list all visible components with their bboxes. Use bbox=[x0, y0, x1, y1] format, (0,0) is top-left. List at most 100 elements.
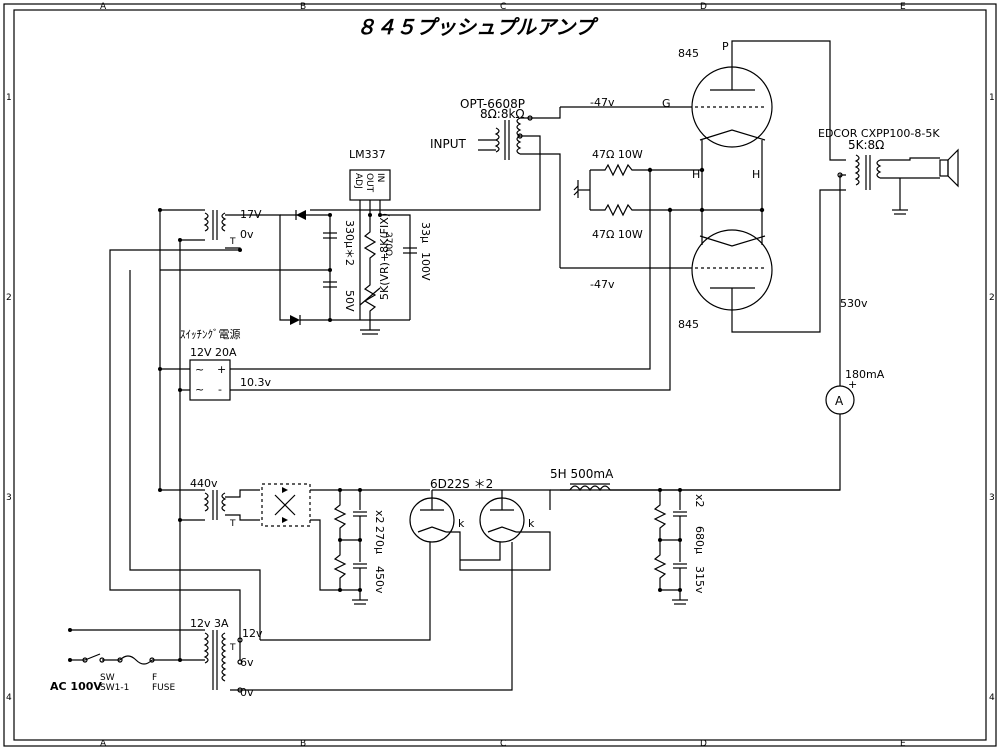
tube-845-top-label: 845 bbox=[678, 47, 699, 60]
filament-transformer bbox=[203, 630, 227, 690]
input-transformer-model: OPT-6608P bbox=[460, 97, 525, 111]
grid-bias-top: -47v bbox=[590, 96, 615, 109]
grid-col-a-top: A bbox=[100, 2, 107, 12]
drawing-frame bbox=[3, 3, 997, 747]
capacitor-330-a bbox=[323, 232, 337, 239]
cathode-label-2: k bbox=[528, 517, 535, 530]
grid-bias-bottom: -47v bbox=[590, 278, 615, 291]
switching-psu-rating: 12V 20A bbox=[190, 346, 237, 359]
resistor-vr bbox=[363, 270, 377, 330]
grid-col-b-bottom: B bbox=[300, 739, 306, 749]
wire-plate-bottom bbox=[731, 189, 846, 333]
capacitor-270-label: 270μ bbox=[373, 526, 386, 554]
capacitor-100v-label: 100V bbox=[419, 252, 432, 281]
capacitor-270-count: x2 bbox=[373, 510, 386, 524]
cathode-label-1: k bbox=[458, 517, 465, 530]
drawing-inner-frame bbox=[13, 9, 987, 741]
filament-tap-t: T bbox=[229, 643, 236, 653]
capacitor-33-label: 33μ bbox=[419, 222, 432, 243]
resistor-bleed-1 bbox=[333, 490, 347, 540]
plate-label: P bbox=[722, 40, 729, 53]
psu-output-voltage: 10.3v bbox=[240, 376, 271, 389]
capacitor-50v-label: 50V bbox=[343, 290, 356, 312]
output-transformer-model: EDCOR CXPP100-8-5K bbox=[818, 127, 940, 140]
grid-row-1-right: 1 bbox=[989, 93, 995, 103]
hv-transformer bbox=[203, 490, 227, 520]
switching-psu-box bbox=[189, 359, 231, 401]
output-transformer-ratio: 5K:8Ω bbox=[848, 138, 884, 152]
input-transformer-ratio: 8Ω:8kΩ bbox=[480, 107, 525, 121]
power-switch[interactable] bbox=[82, 653, 105, 663]
capacitor-315v-label: 315v bbox=[693, 566, 706, 594]
grid-col-b-top: B bbox=[300, 2, 306, 12]
ammeter-plus: + bbox=[848, 378, 857, 391]
filament-6v: 6v bbox=[240, 656, 254, 669]
grid-row-1-left: 1 bbox=[6, 93, 12, 103]
input-label: INPUT bbox=[430, 137, 467, 151]
psu-ac-1: ~ bbox=[195, 363, 204, 376]
tube-845-top bbox=[691, 66, 773, 148]
switch-label: SW bbox=[100, 673, 115, 683]
grid-row-4-left: 4 bbox=[6, 693, 12, 703]
grid-col-d-bottom: D bbox=[700, 739, 707, 749]
hv-440v: 440v bbox=[190, 477, 218, 490]
bias-0v: 0v bbox=[240, 228, 254, 241]
b-plus-voltage: 530v bbox=[840, 297, 868, 310]
heater-label-1: H bbox=[692, 168, 700, 181]
wire-input-ct-bias bbox=[310, 135, 541, 211]
resistor-270-label: 270Ω bbox=[383, 232, 393, 256]
grid-row-2-left: 2 bbox=[6, 293, 12, 303]
psu-ac-2: ~ bbox=[195, 383, 204, 396]
tube-845-bottom bbox=[691, 229, 773, 312]
speaker-icon bbox=[939, 148, 959, 188]
choke-5h bbox=[569, 483, 611, 492]
diagram-title: ８４５プッシュプルアンプ bbox=[356, 15, 599, 39]
grid-col-e-bottom: E bbox=[900, 739, 906, 749]
lm337-in: IN bbox=[375, 173, 385, 182]
capacitor-330-label: 330μ＊2 bbox=[343, 220, 356, 266]
bridge-rectifier bbox=[261, 483, 311, 527]
grid-row-4-right: 4 bbox=[989, 693, 995, 703]
grid-col-c-bottom: C bbox=[500, 739, 506, 749]
ammeter-current: 180mA bbox=[845, 368, 885, 381]
resistor-bleed-2 bbox=[333, 540, 347, 590]
grid-row-2-right: 2 bbox=[989, 293, 995, 303]
capacitor-680-label: 680μ bbox=[693, 526, 706, 554]
fuse-id-label: F bbox=[152, 673, 157, 683]
wire-heater-psu-plus bbox=[230, 170, 651, 370]
resistor-bleed-3 bbox=[653, 490, 667, 540]
resistor-47-b bbox=[590, 203, 762, 217]
lm337-out: OUT bbox=[364, 173, 374, 193]
psu-plus: + bbox=[217, 363, 226, 376]
diode-top bbox=[280, 210, 330, 220]
grid-col-d-top: D bbox=[700, 2, 707, 12]
fuse-icon bbox=[117, 655, 155, 665]
psu-minus: - bbox=[218, 383, 222, 396]
filament-12v: 12v bbox=[242, 627, 263, 640]
wire-heater-psu-minus bbox=[230, 210, 671, 391]
grid-col-a-bottom: A bbox=[100, 739, 107, 749]
bias-tap-t: T bbox=[229, 237, 236, 247]
bias-transformer bbox=[203, 210, 227, 240]
capacitor-450v-label: 450v bbox=[373, 566, 386, 594]
capacitor-330-b bbox=[323, 281, 337, 288]
resistor-bleed-4 bbox=[653, 540, 667, 590]
heater-label-2: H bbox=[752, 168, 760, 181]
ammeter-symbol: A bbox=[835, 394, 844, 408]
choke-label: 5H 500mA bbox=[550, 467, 614, 481]
tube-6d22s-1 bbox=[409, 490, 455, 543]
capacitor-680-count: x2 bbox=[693, 494, 706, 508]
ammeter-icon bbox=[825, 385, 855, 415]
ac-input-label: AC 100V bbox=[50, 680, 102, 693]
capacitor-33 bbox=[403, 247, 417, 254]
resistor-47-b-label: 47Ω 10W bbox=[592, 228, 643, 241]
resistor-47-a-label: 47Ω 10W bbox=[592, 148, 643, 161]
resistor-270 bbox=[363, 215, 377, 270]
grid-row-3-left: 3 bbox=[6, 493, 12, 503]
output-transformer bbox=[854, 154, 882, 190]
switch-id-label: SW1-1 bbox=[100, 683, 129, 693]
grid-label: G bbox=[662, 97, 671, 110]
input-transformer bbox=[494, 117, 522, 160]
tube-6d22s-label: 6D22S ＊2 bbox=[430, 477, 493, 491]
